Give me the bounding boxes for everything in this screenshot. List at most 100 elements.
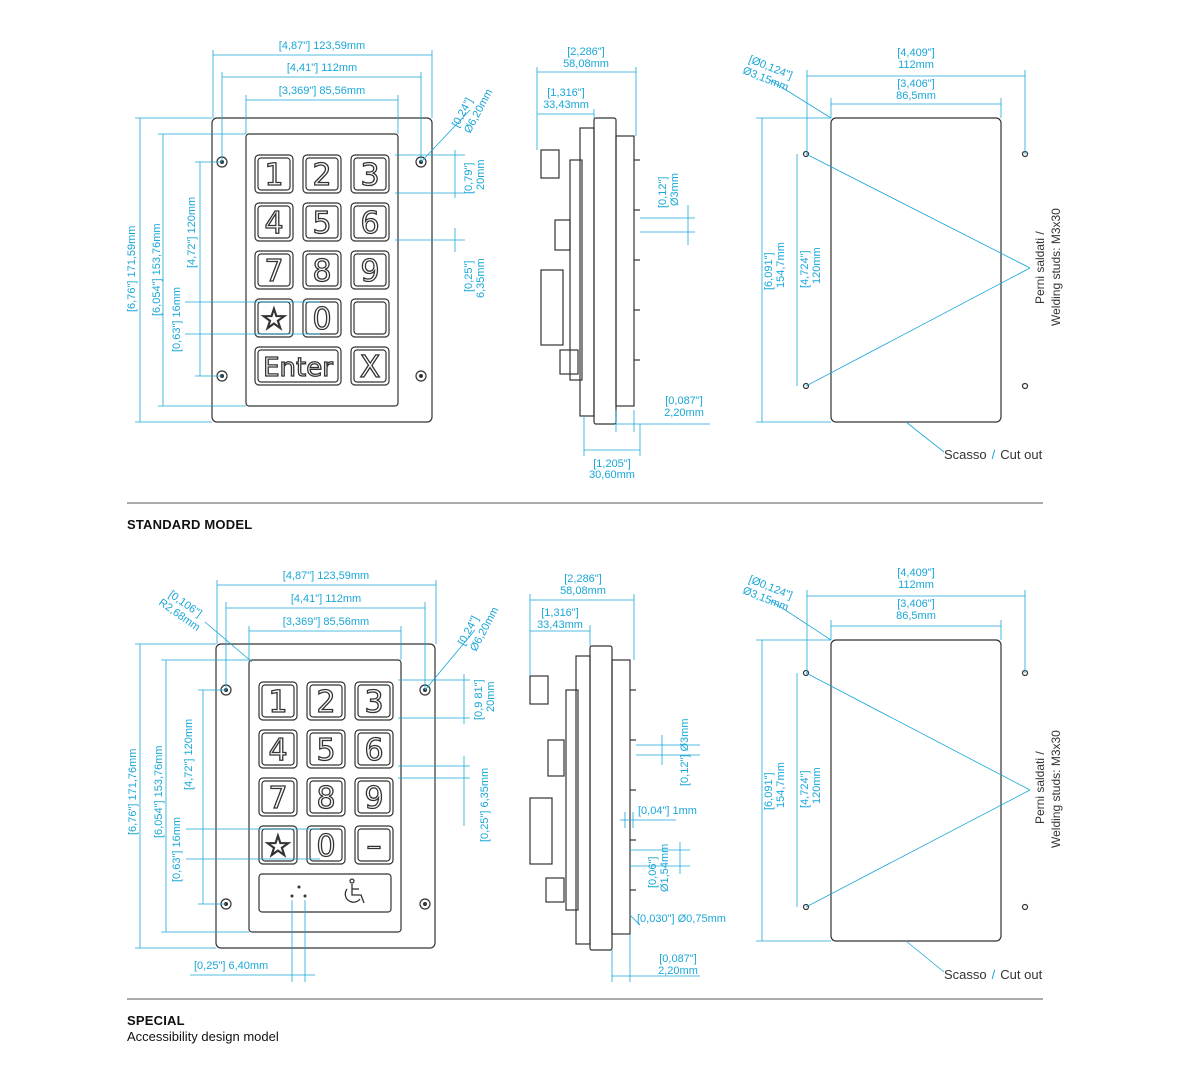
cutout-stud-height-mm: 120mm <box>811 767 823 804</box>
key-button <box>354 681 394 721</box>
side-total-width-mm: 58,08mm <box>563 58 609 70</box>
key-label: 0 <box>312 302 331 337</box>
dim-hole-spacing: [4,41"] 112mm <box>291 593 361 605</box>
side-led-height-inch: [0,06"] <box>647 857 659 888</box>
key-face <box>261 732 295 766</box>
side-body-width-inch: [1,316"] <box>547 87 585 99</box>
key-face <box>309 828 343 862</box>
side-body-width-inch: [1,316"] <box>541 607 579 619</box>
dim-key-gap: [0,25"] 6,35mm <box>479 768 491 842</box>
key-label: 1 <box>268 685 287 720</box>
cutout-stud-height-inch: [4,724"] <box>799 770 811 808</box>
dim-led-spacing: [0,25"] 6,40mm <box>194 960 268 972</box>
wheelchair-icon <box>344 878 365 904</box>
cutout-height-mm: 154,7mm <box>775 242 787 288</box>
key-face <box>353 205 387 239</box>
cutout-width-mm: 86,5mm <box>896 610 936 622</box>
key-face <box>353 349 387 383</box>
cutout-stud-height-mm: 120mm <box>811 247 823 284</box>
cutout-stud-width-inch: [4,409"] <box>897 47 935 59</box>
side-pins <box>634 159 640 361</box>
key-face <box>353 301 387 335</box>
key-label: 3 <box>364 685 383 720</box>
key-button <box>306 777 346 817</box>
key-label: Enter <box>263 353 333 383</box>
standard-side-view: [2,286"] 58,08mm [1,316"] 33,43mm [0,12"… <box>536 46 710 481</box>
key-face <box>257 349 339 383</box>
key-button <box>350 298 390 338</box>
key-button <box>354 777 394 817</box>
cutout-caption: Scasso/Cut out <box>944 447 1043 462</box>
dim-key-height: [0,63"] 16mm <box>171 287 183 352</box>
key-label: 5 <box>316 733 335 768</box>
studs-label-it: Perni saldati / <box>1033 751 1047 824</box>
key-button <box>254 154 294 194</box>
key-face <box>309 732 343 766</box>
dim-hole-height: [6,054"] 153,76mm <box>153 745 165 838</box>
cutout-width-inch: [3,406"] <box>897 78 935 90</box>
key-label: – <box>367 829 382 864</box>
side-led-diameter: [0,030"] Ø0,75mm <box>637 913 726 925</box>
special-model-title: SPECIAL <box>127 1013 185 1028</box>
dim-keypad-height: [4,72"] 120mm <box>186 197 198 268</box>
key-label: 4 <box>268 733 287 768</box>
key-button <box>306 825 346 865</box>
key-label: 7 <box>268 781 287 816</box>
key-label: 6 <box>360 206 379 241</box>
dim-key-size-inch: [0,9 81"] <box>473 679 485 720</box>
dim-key-height: [0,63"] 16mm <box>171 817 183 882</box>
side-body-width-mm: 33,43mm <box>543 99 589 111</box>
key-button <box>350 250 390 290</box>
cutout-stud-width-mm: 112mm <box>898 579 934 591</box>
key-face <box>309 780 343 814</box>
key-button <box>354 825 394 865</box>
side-total-width-inch: [2,286"] <box>567 46 605 58</box>
side-depth-inch: [1,205"] <box>593 458 631 470</box>
key-label: 3 <box>360 158 379 193</box>
key-button <box>254 298 294 338</box>
side-led-height-mm: Ø1,54mm <box>659 844 671 892</box>
key-label: 8 <box>316 781 335 816</box>
key-face <box>257 253 291 287</box>
cutout-width-mm: 86,5mm <box>896 90 936 102</box>
dim-outer-height: [6,76"] 171,76mm <box>127 749 139 835</box>
key-button <box>258 729 298 769</box>
key-label: 4 <box>264 206 283 241</box>
key-button <box>354 729 394 769</box>
dim-hole-height: [6,054"] 153,76mm <box>151 223 163 316</box>
dim-hole-spacing: [4,41"] 112mm <box>287 62 357 74</box>
key-button <box>254 346 342 386</box>
dim-keypad-width: [3,369"] 85,56mm <box>283 616 369 628</box>
studs-label-it: Perni saldati / <box>1033 231 1047 304</box>
key-button <box>302 154 342 194</box>
cutout-stud-width-mm: 112mm <box>898 59 934 71</box>
key-face <box>357 828 391 862</box>
cutout-height-inch: [6,091"] <box>763 772 775 810</box>
key-button <box>306 681 346 721</box>
key-face <box>305 253 339 287</box>
key-label: 7 <box>264 254 283 289</box>
side-plate-mm: 2,20mm <box>658 965 698 977</box>
dim-key-size-inch: [0,79"] <box>463 163 475 194</box>
key-button <box>258 681 298 721</box>
dim-key-gap-mm: 6,35mm <box>475 258 487 298</box>
side-plate-mm: 2,20mm <box>664 407 704 419</box>
key-button <box>302 298 342 338</box>
key-label: 5 <box>312 206 331 241</box>
key-button <box>258 777 298 817</box>
dim-key-gap-inch: [0,25"] <box>463 261 475 292</box>
cutout-outline <box>830 117 1002 423</box>
key-label: 8 <box>312 254 331 289</box>
side-plate-inch: [0,087"] <box>659 953 697 965</box>
key-face <box>309 684 343 718</box>
key-button <box>254 250 294 290</box>
key-label: 6 <box>364 733 383 768</box>
dim-keypad-width: [3,369"] 85,56mm <box>279 85 365 97</box>
cutout-height-mm: 154,7mm <box>775 762 787 808</box>
key-label: 9 <box>360 254 379 289</box>
key-button <box>258 825 298 865</box>
studs-label-en: Welding studs: M3x30 <box>1049 208 1063 326</box>
special-side-view: [2,286"] 58,08mm [1,316"] 33,43mm [0,12"… <box>529 573 726 982</box>
key-button <box>302 202 342 242</box>
key-button <box>350 346 390 386</box>
